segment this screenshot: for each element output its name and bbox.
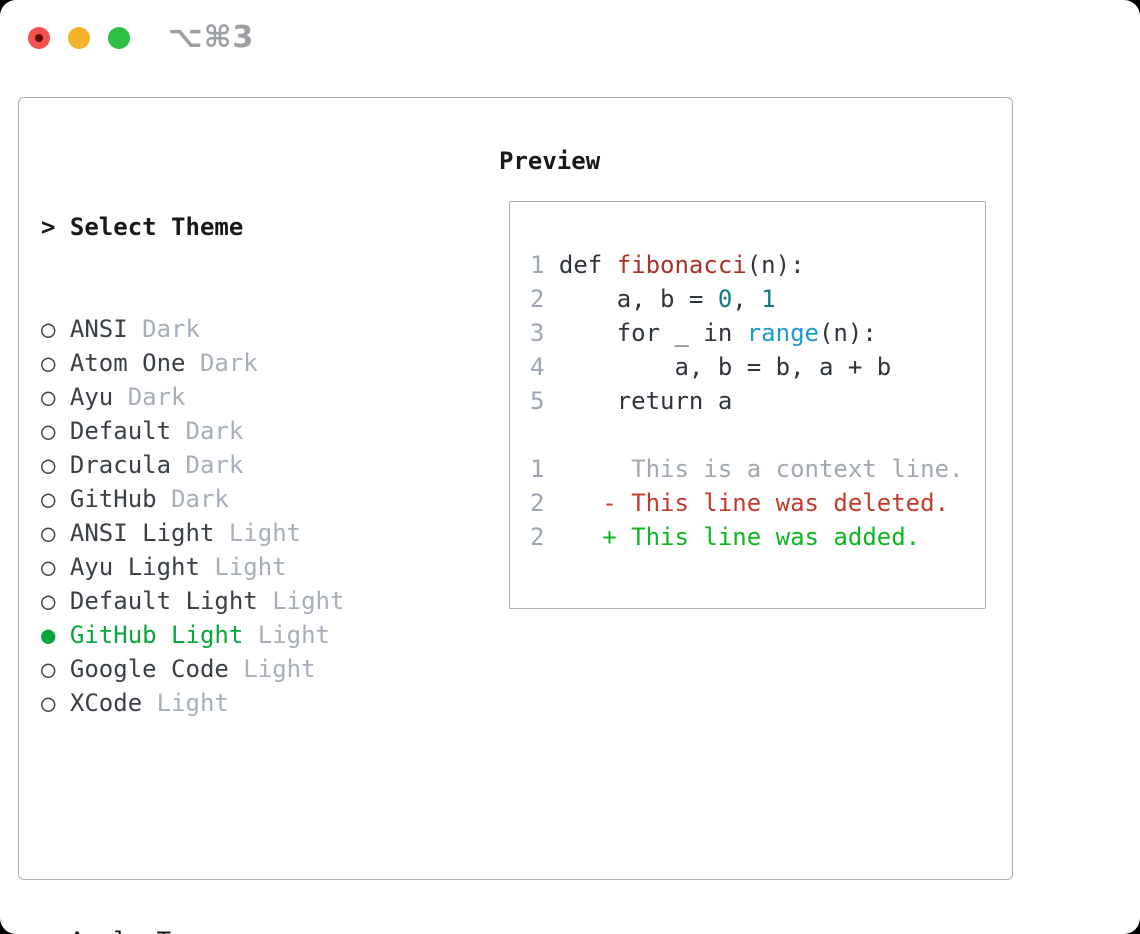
theme-selector-panel: > Select Theme ○ ANSI Dark○ Atom One Dar…: [18, 97, 1013, 934]
theme-variant: Dark: [199, 349, 258, 377]
theme-name: ANSI: [69, 315, 143, 343]
theme-name: Ayu: [69, 383, 128, 411]
theme-name: Google Code: [69, 655, 244, 683]
code-token-deleted: - This line was deleted.: [558, 489, 950, 517]
theme-option-ayu-light[interactable]: ○ Ayu Light Light: [41, 550, 440, 584]
theme-option-xcode[interactable]: ○ XCode Light: [41, 686, 440, 720]
theme-option-default[interactable]: ○ Default Dark: [41, 414, 440, 448]
radio-unselected-icon: ○: [41, 349, 70, 377]
theme-option-github[interactable]: ○ GitHub Dark: [41, 482, 440, 516]
code-token-added: + This line was added.: [558, 523, 921, 551]
code-token-text: (n):: [818, 319, 877, 347]
radio-unselected-icon: ○: [41, 587, 70, 615]
theme-variant: Dark: [171, 485, 229, 513]
code-token-number: 0: [717, 285, 733, 313]
code-token-text: return a: [558, 387, 733, 415]
line-number: 3: [530, 319, 545, 347]
radio-unselected-icon: ○: [41, 315, 70, 343]
radio-unselected-icon: ○: [41, 689, 70, 717]
radio-unselected-icon: ○: [41, 553, 70, 581]
radio-unselected-icon: ○: [41, 485, 70, 513]
code-token-number: 1: [761, 285, 776, 313]
line-number: 2: [530, 285, 545, 313]
theme-variant: Light: [257, 621, 330, 649]
code-token-func: fibonacci: [616, 251, 747, 279]
theme-option-google-code[interactable]: ○ Google Code Light: [41, 652, 440, 686]
cursor-icon: >: [41, 213, 56, 241]
theme-name: Default Light: [69, 587, 273, 615]
code-line: 3 for _ in range(n):: [530, 316, 985, 350]
radio-unselected-icon: ○: [41, 451, 70, 479]
radio-unselected-icon: ○: [41, 519, 70, 547]
radio-unselected-icon: ○: [41, 383, 70, 411]
code-token-text: a, b = b, a + b: [558, 353, 892, 381]
theme-name: ANSI Light: [69, 519, 229, 547]
theme-option-ansi-light[interactable]: ○ ANSI Light Light: [41, 516, 440, 550]
line-number: 5: [530, 387, 545, 415]
code-token-builtin: range: [746, 319, 819, 347]
select-theme-title: Select Theme: [69, 213, 244, 241]
code-token-text: def: [558, 251, 617, 279]
theme-variant: Dark: [185, 451, 244, 479]
line-number: 4: [530, 353, 545, 381]
minimize-button[interactable]: [68, 26, 90, 49]
code-line: 4 a, b = b, a + b: [530, 350, 985, 384]
theme-variant: Light: [156, 689, 229, 717]
code-line: 2 + This line was added.: [530, 520, 985, 554]
theme-name: Default: [69, 417, 186, 445]
radio-selected-icon: ●: [41, 621, 70, 649]
line-number: 1: [530, 455, 545, 483]
theme-variant: Light: [243, 655, 316, 683]
line-number: 2: [530, 489, 545, 517]
window-title: ⌥⌘3: [168, 20, 255, 55]
theme-option-ansi[interactable]: ○ ANSI Dark: [41, 312, 440, 346]
code-token-text: a, b =: [558, 285, 718, 313]
theme-variant: Dark: [185, 417, 244, 445]
traffic-lights: [28, 26, 130, 49]
left-column: > Select Theme ○ ANSI Dark○ Atom One Dar…: [41, 142, 440, 934]
theme-variant: Light: [214, 553, 287, 581]
theme-option-dracula[interactable]: ○ Dracula Dark: [41, 448, 440, 482]
preview-header: Preview: [499, 147, 601, 175]
close-button[interactable]: [28, 26, 50, 49]
code-line: 1 This is a context line.: [530, 452, 985, 486]
theme-variant: Dark: [142, 315, 200, 343]
code-line: [530, 418, 985, 452]
theme-name: GitHub: [69, 485, 172, 513]
theme-variant: Dark: [127, 383, 186, 411]
code-token-text: (n):: [746, 251, 805, 279]
theme-list: ○ ANSI Dark○ Atom One Dark○ Ayu Dark○ De…: [41, 312, 440, 720]
theme-option-ayu[interactable]: ○ Ayu Dark: [41, 380, 440, 414]
theme-name: Atom One: [69, 349, 200, 377]
theme-option-atom-one[interactable]: ○ Atom One Dark: [41, 346, 440, 380]
theme-variant: Light: [272, 587, 345, 615]
zoom-button[interactable]: [108, 26, 130, 49]
code-line: 2 - This line was deleted.: [530, 486, 985, 520]
apply-to-header: Apply To: [41, 924, 440, 934]
select-theme-header: > Select Theme: [41, 210, 440, 244]
code-token-text: for _ in: [558, 319, 747, 347]
apply-to-section: Apply To ● User Settings○ Workspace Sett…: [41, 856, 440, 934]
theme-name: GitHub Light: [69, 621, 258, 649]
theme-name: XCode: [69, 689, 157, 717]
title-bar: ⌥⌘3: [0, 0, 1140, 75]
code-token-muted: This is a context line.: [558, 455, 964, 483]
code-line: 1 def fibonacci(n):: [530, 248, 985, 282]
radio-unselected-icon: ○: [41, 655, 70, 683]
code-line: 5 return a: [530, 384, 985, 418]
code-line: 2 a, b = 0, 1: [530, 282, 985, 316]
theme-name: Ayu Light: [69, 553, 215, 581]
radio-unselected-icon: ○: [41, 417, 70, 445]
theme-option-github-light[interactable]: ● GitHub Light Light: [41, 618, 440, 652]
theme-variant: Light: [228, 519, 302, 547]
line-number: 2: [530, 523, 545, 551]
code-token-text: ,: [732, 285, 762, 313]
theme-name: Dracula: [69, 451, 186, 479]
theme-option-default-light[interactable]: ○ Default Light Light: [41, 584, 440, 618]
line-number: 1: [530, 251, 545, 279]
